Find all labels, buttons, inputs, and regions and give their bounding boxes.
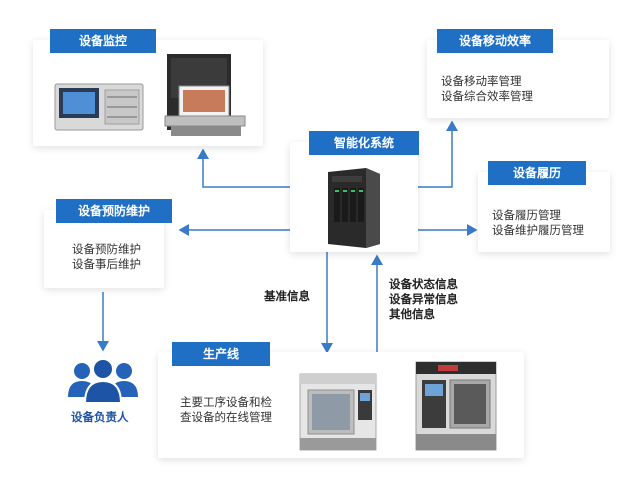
efficiency-line-2: 设备综合效率管理 (441, 89, 533, 103)
monitoring-card (33, 40, 263, 146)
flow-label-status: 设备状态信息 (389, 277, 458, 291)
maintenance-card: 设备预防维护 设备事后维护 (44, 210, 164, 288)
monitor-cabinet-icon (53, 76, 145, 134)
owner-label: 设备负责人 (71, 410, 129, 424)
efficiency-title: 设备移动效率 (437, 29, 553, 53)
history-card: 设备履历管理 设备维护履历管理 (478, 172, 610, 252)
history-title: 设备履历 (488, 161, 586, 185)
flow-label-baseline: 基准信息 (264, 289, 310, 303)
people-icon (68, 357, 138, 405)
machining-center-icon (410, 358, 502, 454)
efficiency-line-1: 设备移动率管理 (441, 74, 522, 88)
efficiency-card: 设备移动率管理 设备综合效率管理 (427, 40, 609, 118)
production-card: 主要工序设备和检 查设备的在线管理 (158, 352, 524, 458)
inspection-station-icon (161, 52, 251, 140)
arrow-to-monitoring (197, 148, 290, 188)
maintenance-line-2: 设备事后维护 (72, 257, 141, 271)
production-title: 生产线 (172, 342, 270, 366)
history-line-1: 设备履历管理 (492, 208, 561, 222)
cnc-machine-icon (296, 366, 384, 454)
monitoring-title: 设备监控 (50, 29, 156, 53)
flow-label-other: 其他信息 (389, 307, 435, 321)
system-title: 智能化系统 (309, 131, 419, 155)
maintenance-title: 设备预防维护 (56, 199, 172, 223)
flow-label-abnormal: 设备异常信息 (389, 292, 458, 306)
system-card (290, 142, 418, 252)
production-line-2: 查设备的在线管理 (180, 410, 272, 424)
maintenance-line-1: 设备预防维护 (72, 242, 141, 256)
arrow-to-efficiency (418, 120, 458, 188)
production-line-1: 主要工序设备和检 (180, 395, 272, 409)
server-icon (322, 166, 386, 248)
history-line-2: 设备维护履历管理 (492, 223, 584, 237)
